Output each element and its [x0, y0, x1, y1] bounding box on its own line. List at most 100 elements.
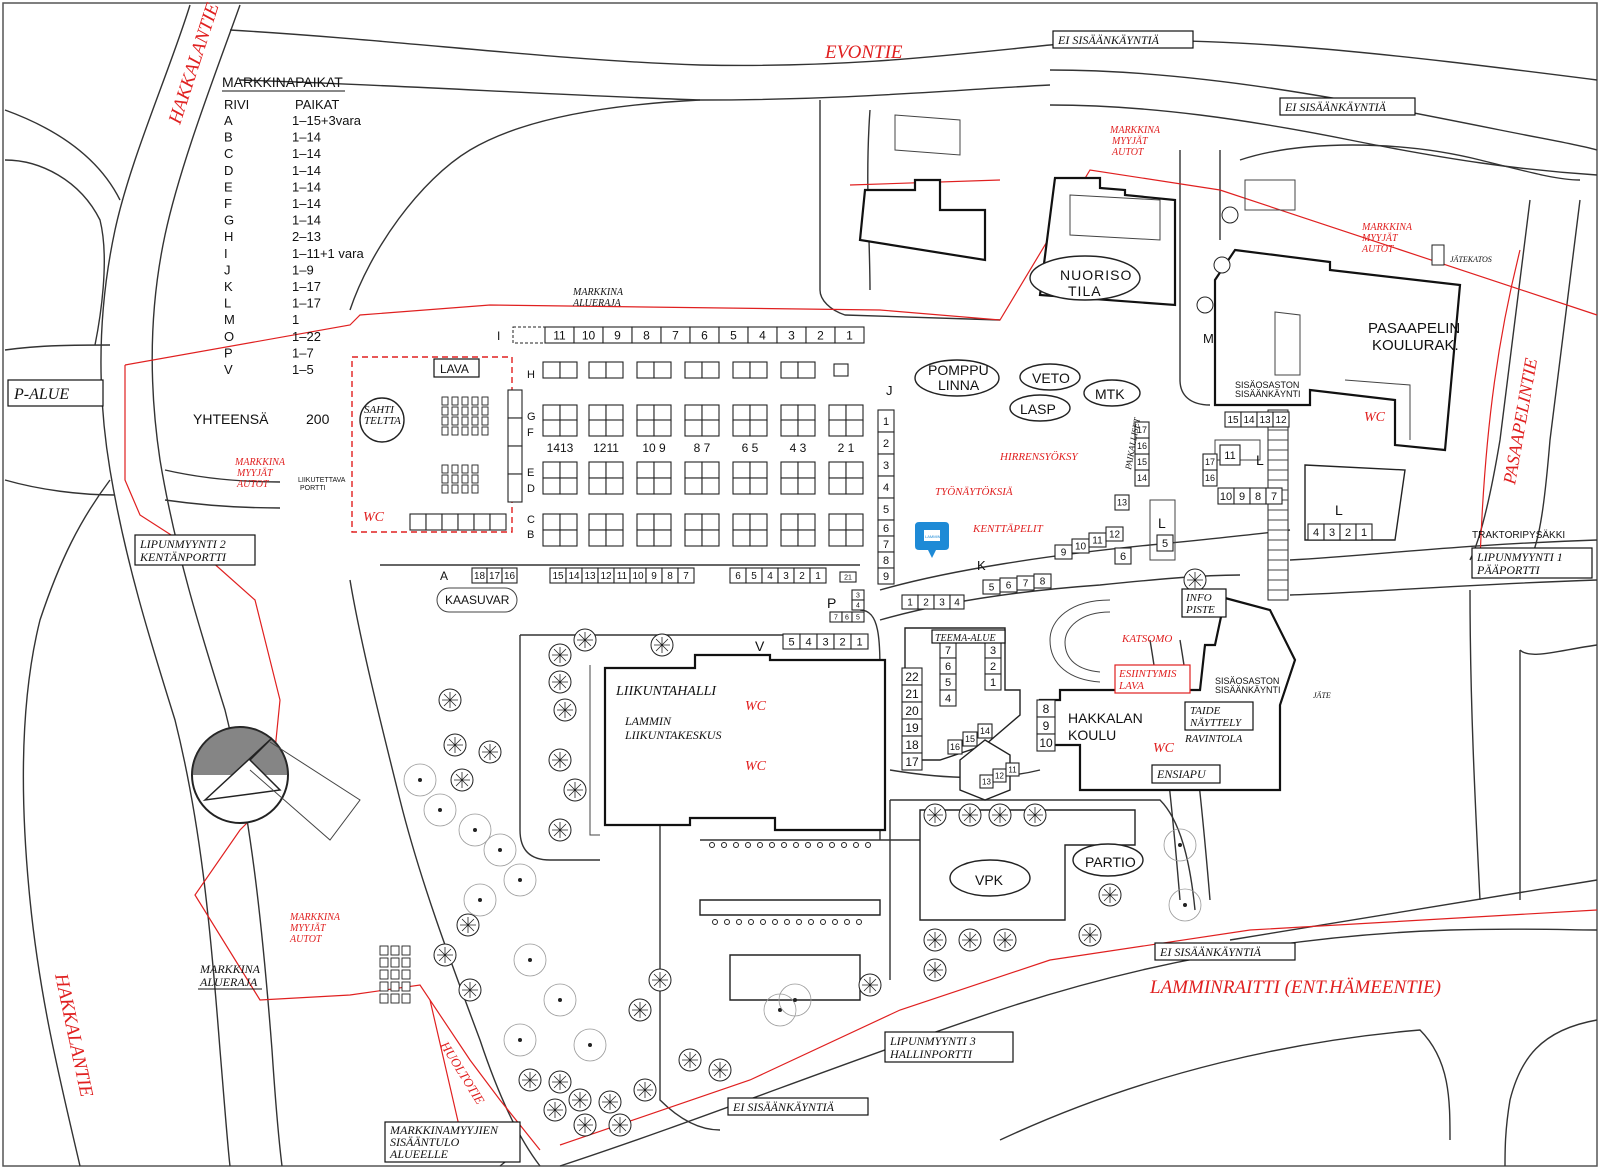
tree-trunk [473, 828, 477, 832]
tree-outline-icon [1163, 828, 1197, 862]
tree-canopy [552, 1074, 568, 1090]
stall-number: 18 [905, 738, 919, 752]
sisaosasto-top-2: SISÄÄNKÄYNTI [1235, 389, 1301, 399]
stall-number: 8 [667, 571, 673, 582]
row-letter-l3: L [1158, 515, 1166, 531]
tree-canopy [447, 737, 463, 753]
stall-number: 17 [1137, 425, 1147, 435]
stall-number: 4 [805, 636, 811, 648]
stall-number: 7 [883, 539, 889, 551]
stall-number: 21 [844, 575, 852, 582]
no-entry-right: EI SISÄÄNKÄYNTIÄ [1284, 100, 1387, 114]
market-stall [797, 361, 816, 379]
table [471, 406, 479, 416]
market-stall [732, 513, 751, 531]
stall-number: 15 [965, 734, 975, 744]
tree-outline-icon [543, 983, 577, 1017]
legend-row-places: 1–14 [292, 196, 321, 211]
market-stall [797, 404, 816, 422]
stall-number: 1 [1361, 527, 1367, 539]
market-stall [877, 567, 895, 585]
pasaapelin-l1: PASAAPELIN [1368, 320, 1460, 337]
tree-canopy [927, 962, 943, 978]
stall-number: 12 [1109, 530, 1121, 541]
wc-sahti: WC [363, 510, 385, 525]
stall-number: 9 [1061, 548, 1067, 559]
tree-canopy [654, 637, 670, 653]
stall-number: 1 [907, 598, 913, 609]
table [401, 957, 411, 968]
row-letter-b: B [527, 529, 534, 541]
lammin-marker-text: LAMMIN [925, 534, 941, 539]
market-stall [949, 594, 965, 610]
row-letter-l1: L [1256, 452, 1264, 468]
tree-outline-icon [458, 813, 492, 847]
market-boundary-top-1: MARKKINA [572, 287, 624, 298]
tree-trunk [1183, 903, 1187, 907]
market-stall [901, 752, 923, 771]
market-stall [636, 529, 655, 547]
table [441, 464, 449, 474]
market-stall [605, 529, 624, 547]
bollard [793, 842, 799, 848]
market-stall [489, 513, 507, 531]
legend-row-places: 1–15+3vara [292, 113, 362, 128]
legend-row-letter: G [224, 213, 234, 228]
stall-number: 9 [614, 328, 621, 342]
market-stall [677, 567, 695, 584]
table [481, 416, 489, 426]
tree-canopy [1082, 927, 1098, 943]
stall-pair-number: 8 7 [694, 441, 711, 455]
stall-number: 4 [1313, 527, 1319, 539]
tree-outline-icon [503, 1023, 537, 1057]
table [441, 474, 449, 484]
bollard [757, 842, 763, 848]
stall-number: 5 [945, 677, 951, 689]
vendor-cars-bottom-3: AUTOT [289, 934, 323, 945]
sahti-tent-2: TELTTA [364, 415, 401, 427]
bollard [760, 919, 766, 925]
tree-canopy [997, 932, 1013, 948]
market-stall [653, 404, 672, 422]
stall-number: 8 [883, 555, 889, 567]
kenttapelit-label: KENTTÄPELIT [972, 523, 1044, 535]
tree-icon [1196, 296, 1214, 314]
market-stall [473, 513, 491, 531]
market-stall [833, 363, 849, 377]
market-stall [749, 529, 768, 547]
stage-l2: LAVA [1118, 680, 1144, 692]
pomppulinna-l2: LINNA [938, 377, 980, 393]
market-stall [780, 404, 799, 422]
no-entry-bottom: EI SISÄÄNKÄYNTIÄ [1159, 945, 1262, 959]
market-stall [636, 461, 655, 479]
traktoripysakki-label: TRAKTORIPYSÄKKI [1472, 529, 1565, 541]
market-stall [797, 529, 816, 547]
market-stall [749, 461, 768, 479]
legend-row-places: 1–14 [292, 146, 321, 161]
nuorisotila-l2: TILA [1068, 283, 1102, 299]
stall-number: 1 [846, 328, 853, 342]
vendor-cars-left-3: AUTOT [236, 479, 270, 490]
stall-pair-number: 2 1 [838, 441, 855, 455]
market-stall [684, 477, 703, 495]
sisaosasto-bottom-2: SISÄÄNKÄYNTI [1215, 685, 1281, 695]
stall-number: 16 [1137, 441, 1147, 451]
tree-canopy [557, 702, 573, 718]
row-letter-k: K [977, 558, 986, 573]
market-stall [605, 477, 624, 495]
market-stall [780, 461, 799, 479]
stall-number: 15 [1137, 457, 1147, 467]
ticket-sale-3: LIPUNMYYNTI 3 [889, 1034, 976, 1048]
stall-number: 17 [905, 755, 919, 769]
market-stall [701, 404, 720, 422]
stall-number: 3 [1329, 527, 1335, 539]
vendor-cars-top-1: MARKKINA [1109, 125, 1161, 136]
stall-number: 6 [1006, 581, 1012, 592]
movable-gate-1: LIIKUTETTAVA [298, 477, 346, 484]
market-stall [749, 513, 768, 531]
stall-number: 3 [883, 460, 889, 472]
market-stall [845, 461, 864, 479]
tree-canopy [482, 744, 498, 760]
table [451, 484, 459, 494]
market-stall [588, 513, 607, 531]
